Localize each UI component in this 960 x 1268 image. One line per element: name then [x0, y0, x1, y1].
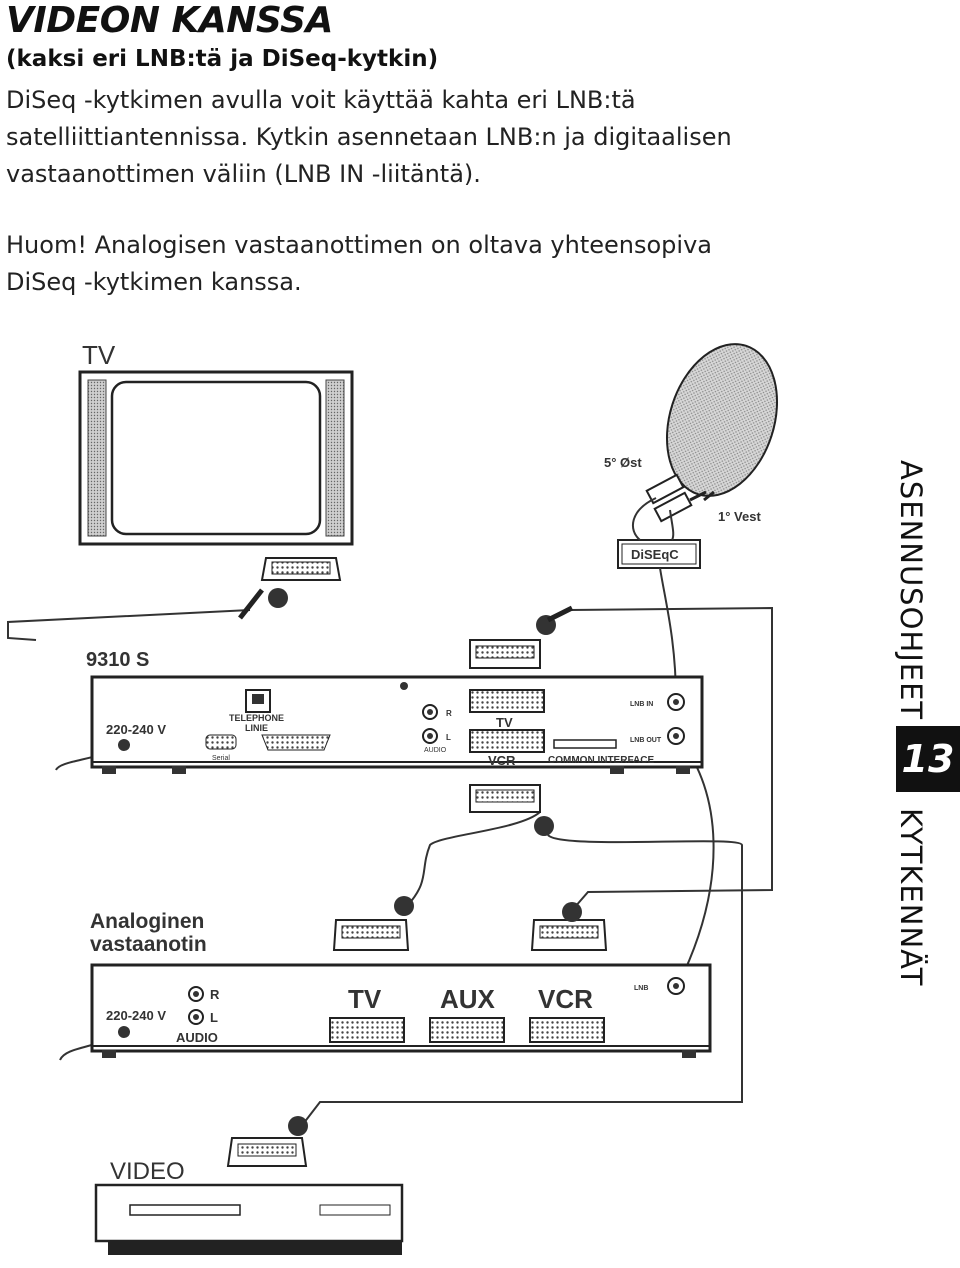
diseqc-label: DiSEqC: [631, 547, 679, 562]
digital-scart-tv-label: TV: [496, 715, 513, 730]
chapter-number-badge: 13: [896, 726, 960, 792]
analog-audio-label: AUDIO: [176, 1030, 218, 1045]
telephone-label: TELEPHONE: [229, 713, 284, 723]
analog-audio-r-label: R: [210, 987, 220, 1002]
serial-label: Serial: [212, 755, 230, 762]
lnb-in-label: LNB IN: [630, 701, 653, 708]
digital-receiver: 9310 S 220-240 V TELEPHONE LINIE Serial …: [86, 649, 704, 774]
note-line-1: Huom! Analogisen vastaanottimen on oltav…: [6, 231, 712, 259]
digital-audio-label: AUDIO: [424, 747, 447, 754]
analog-power-label: 220-240 V: [106, 1008, 166, 1023]
scart-plug-analog-tv: [332, 896, 414, 951]
dish-east-label: 5° Øst: [604, 455, 642, 470]
scart-plug-digital-bottom: [469, 784, 554, 836]
linie-label: LINIE: [245, 723, 268, 733]
note-line-2: DiSeq -kytkimen kanssa.: [6, 268, 302, 296]
analog-label-line-1: Analoginen: [90, 910, 204, 933]
page-title: VIDEON KANSSA: [6, 0, 333, 41]
analog-scart-tv-label: TV: [348, 984, 382, 1014]
scart-plug-analog-vcr: [530, 902, 608, 951]
dish-west-label: 1° Vest: [718, 509, 761, 524]
digital-power-label: 220-240 V: [106, 722, 166, 737]
analog-scart-aux-label: AUX: [440, 984, 496, 1014]
note-paragraph: Huom! Analogisen vastaanottimen on oltav…: [6, 227, 712, 301]
scart-plug-digital-top: [469, 605, 574, 669]
analog-lnb-label: LNB: [634, 985, 648, 992]
analog-audio-l-label: L: [210, 1010, 218, 1025]
intro-line-1: DiSeq -kytkimen avulla voit käyttää kaht…: [6, 86, 636, 114]
digital-audio-r-label: R: [446, 709, 452, 718]
intro-line-2: satelliittiantennissa. Kytkin asennetaan…: [6, 123, 732, 151]
video-label: VIDEO: [110, 1158, 185, 1185]
digital-scart-vcr-label: VCR: [488, 753, 516, 768]
analog-label-line-2: vastaanotin: [90, 933, 207, 956]
page-subtitle: (kaksi eri LNB:tä ja DiSeq-kytkin): [6, 46, 439, 72]
intro-paragraph: DiSeq -kytkimen avulla voit käyttää kaht…: [6, 82, 732, 193]
intro-line-3: vastaanottimen väliin (LNB IN -liitäntä)…: [6, 160, 481, 188]
common-interface-label: COMMON INTERFACE: [548, 755, 654, 766]
scart-plug-tv: [238, 557, 342, 620]
video-recorder: VIDEO: [94, 1158, 404, 1255]
tv-set: TV: [78, 340, 354, 546]
tv-label: TV: [82, 340, 116, 370]
lnb-out-label: LNB OUT: [630, 737, 662, 744]
digital-receiver-model: 9310 S: [86, 649, 149, 671]
diseqc-switch: DiSEqC: [617, 539, 701, 569]
analog-receiver: Analoginen vastaanotin 220-240 V R L AUD…: [90, 910, 712, 1058]
satellite-dish: 5° Øst 1° Vest: [604, 343, 779, 524]
digital-audio-l-label: L: [446, 733, 451, 742]
scart-plug-video: [226, 1116, 308, 1167]
analog-scart-vcr-label: VCR: [538, 984, 593, 1014]
